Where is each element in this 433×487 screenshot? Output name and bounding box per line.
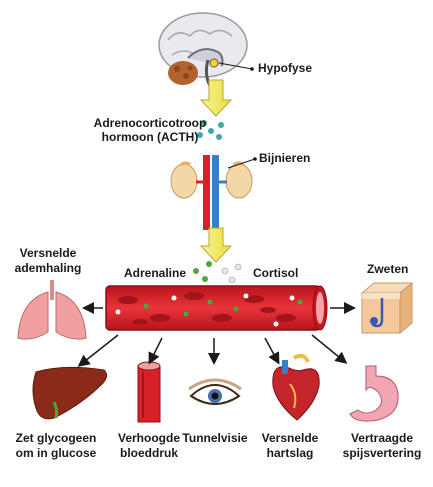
acth-molecules <box>197 120 224 140</box>
label-hartslag-line1: Versnelde <box>261 431 319 445</box>
label-acth-line2: hormoon (ACTH) <box>101 130 199 144</box>
hypofyse-pointer <box>218 62 253 70</box>
liver-icon <box>32 366 108 420</box>
kidneys-icon <box>170 155 253 230</box>
arrow-to-artery <box>148 337 163 365</box>
label-acth-line1: Adrenocorticotroop <box>93 116 207 130</box>
adrenaline-molecules <box>193 261 212 282</box>
label-ademhaling-line2: ademhaling <box>14 261 82 275</box>
label-glucose-line2: om in glucose <box>15 446 97 460</box>
cortisol-molecules <box>221 263 242 284</box>
heart-icon <box>272 353 320 421</box>
label-zweten: Zweten <box>367 262 409 276</box>
label-bloeddruk-line2: bloeddruk <box>119 446 178 460</box>
lungs-icon <box>17 280 87 340</box>
label-spijsvertering-line1: Vertraagde <box>350 431 414 445</box>
skin-icon <box>360 281 414 335</box>
arrow-to-liver <box>77 334 119 367</box>
label-spijsvertering-line2: spijsvertering <box>342 446 422 460</box>
label-adrenaline: Adrenaline <box>124 266 187 280</box>
label-hartslag-line2: hartslag <box>266 446 314 460</box>
arrow-to-stomach <box>311 334 348 364</box>
label-cortisol: Cortisol <box>253 266 299 280</box>
stomach-icon <box>349 365 399 422</box>
down-arrow-2 <box>199 227 233 263</box>
label-glucose-line1: Zet glycogeen <box>15 431 97 445</box>
eye-icon <box>188 378 242 405</box>
label-hypofyse: Hypofyse <box>258 61 313 75</box>
label-bloeddruk-line1: Verhoogde <box>117 431 180 445</box>
label-bijnieren: Bijnieren <box>259 151 311 165</box>
blood-vessel-icon <box>105 285 328 331</box>
down-arrow-1 <box>199 79 233 117</box>
artery-icon <box>137 361 161 423</box>
label-tunnelvisie: Tunnelvisie <box>182 431 248 445</box>
arrow-to-heart <box>264 337 280 365</box>
bijnieren-pointer <box>227 158 256 169</box>
brain-icon <box>158 12 248 87</box>
label-ademhaling-line1: Versnelde <box>19 246 77 260</box>
